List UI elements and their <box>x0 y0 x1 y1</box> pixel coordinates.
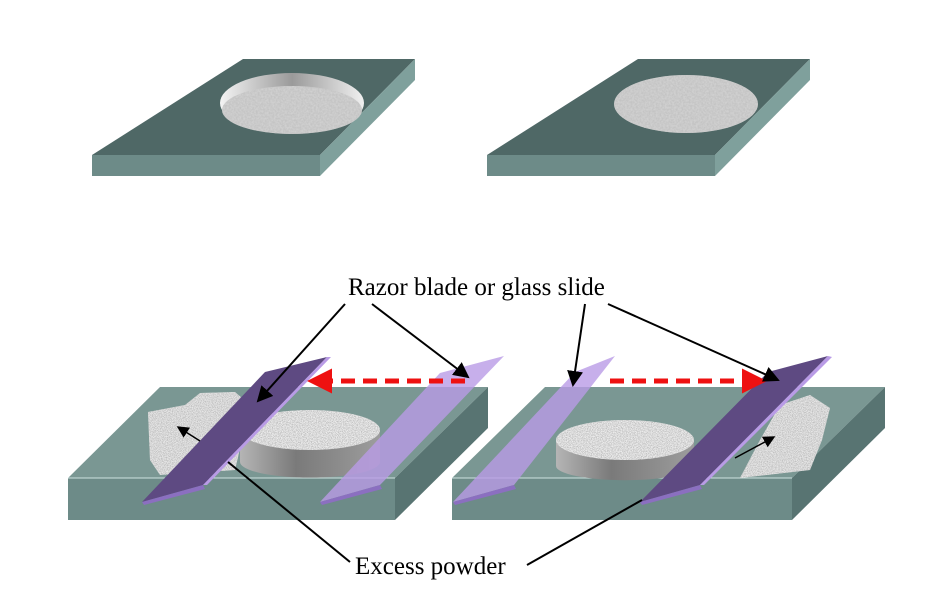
glass-slide-light <box>453 356 615 502</box>
plate-scrape-left <box>68 356 504 520</box>
plate-scrape-right <box>452 356 885 520</box>
label-razor-blade: Razor blade or glass slide <box>348 274 605 301</box>
glass-slide-dark <box>640 356 828 502</box>
razor-blade-dark <box>142 357 327 502</box>
label-excess-powder: Excess powder <box>355 553 506 580</box>
plate-with-well <box>92 59 415 176</box>
plate-filled <box>487 59 810 176</box>
pointer-arrows <box>176 303 780 566</box>
razor-blade-light <box>320 356 504 502</box>
